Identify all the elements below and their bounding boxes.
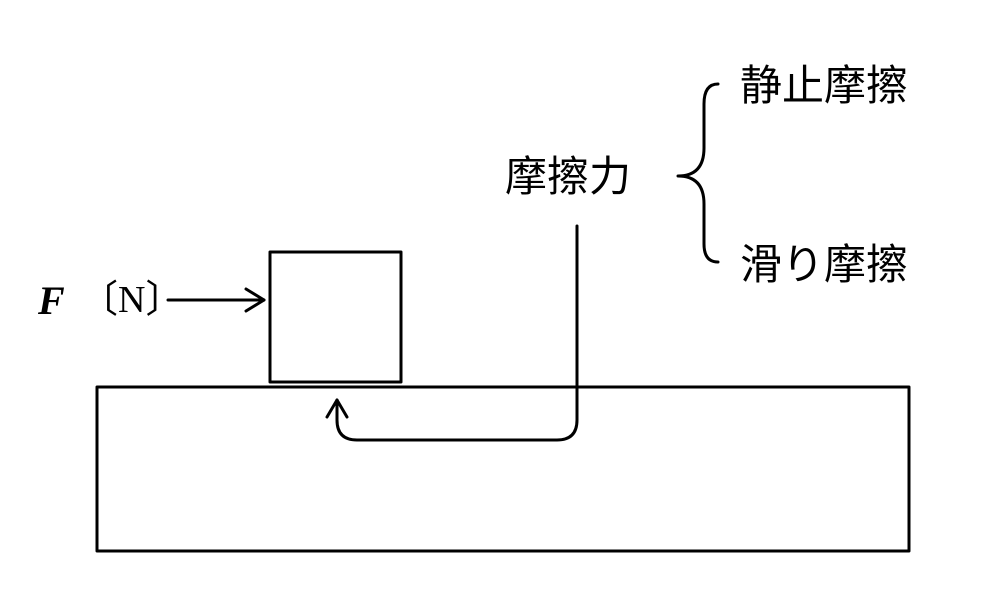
force-unit: 〔N〕 xyxy=(80,279,183,321)
floor-surface xyxy=(95,385,911,553)
force-arrow xyxy=(166,287,266,313)
kinetic-friction-label: 滑り摩擦 xyxy=(740,240,908,289)
block xyxy=(268,250,403,384)
force-symbol: F xyxy=(37,278,65,323)
friction-label: 摩擦力 xyxy=(505,152,631,201)
friction-pointer-arrow xyxy=(325,224,579,442)
static-friction-label: 静止摩擦 xyxy=(740,61,908,110)
curly-brace xyxy=(676,82,720,264)
